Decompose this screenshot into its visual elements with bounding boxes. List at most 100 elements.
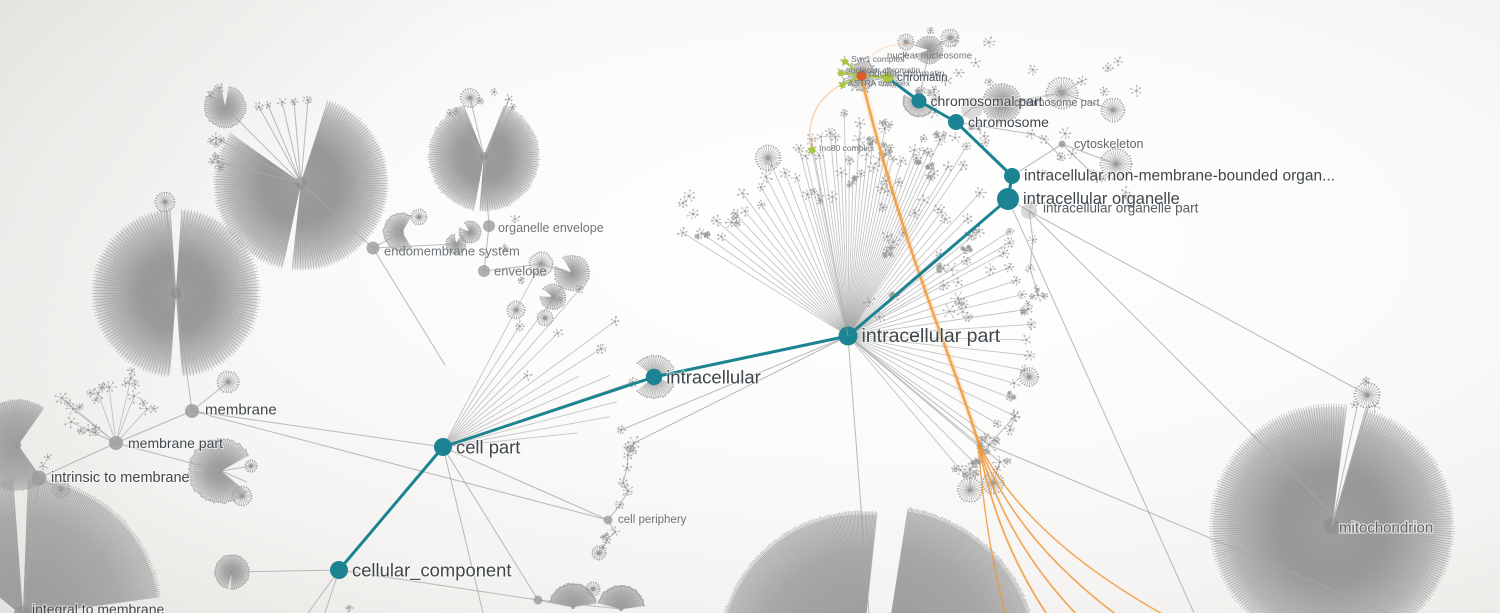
leaf-cluster[interactable]: [599, 532, 612, 545]
leaf-cluster[interactable]: [945, 262, 959, 277]
gray-node[interactable]: [478, 265, 490, 277]
leaf-cluster[interactable]: [710, 214, 722, 227]
node-swr1-complex[interactable]: [842, 58, 848, 65]
leaf-cluster[interactable]: [915, 159, 923, 166]
leaf-cluster[interactable]: [1350, 400, 1359, 409]
leaf-cluster[interactable]: [862, 297, 876, 308]
leaf-cluster[interactable]: [523, 370, 533, 381]
gray-node[interactable]: [483, 220, 495, 232]
leaf-cluster[interactable]: [121, 367, 140, 390]
cluster-env-fan-6[interactable]: [410, 208, 428, 226]
gray-node[interactable]: [961, 97, 983, 119]
leaf-cluster[interactable]: [933, 203, 943, 214]
leaf-cluster[interactable]: [888, 291, 895, 297]
leaf-cluster[interactable]: [919, 134, 928, 143]
cluster-env-fan-9[interactable]: [536, 309, 554, 327]
leaf-cluster[interactable]: [510, 215, 521, 224]
leaf-cluster[interactable]: [952, 68, 965, 78]
leaf-cluster[interactable]: [851, 131, 866, 146]
leaf-cluster[interactable]: [908, 206, 921, 220]
leaf-cluster[interactable]: [932, 130, 948, 146]
leaf-cluster[interactable]: [917, 194, 930, 207]
leaf-cluster[interactable]: [1368, 401, 1381, 413]
cluster-nucleosome-fan-1[interactable]: [915, 35, 944, 65]
leaf-cluster[interactable]: [810, 187, 825, 205]
leaf-cluster[interactable]: [617, 477, 628, 488]
leaf-cluster[interactable]: [957, 160, 968, 171]
leaf-cluster[interactable]: [846, 175, 858, 188]
leaf-cluster[interactable]: [290, 98, 299, 106]
leaf-cluster[interactable]: [86, 383, 108, 404]
leaf-cluster[interactable]: [951, 35, 960, 47]
leaf-cluster[interactable]: [76, 424, 101, 437]
leaf-cluster[interactable]: [598, 544, 607, 551]
leaf-cluster[interactable]: [1003, 237, 1015, 248]
leaf-cluster[interactable]: [205, 91, 215, 101]
leaf-cluster[interactable]: [1021, 334, 1031, 345]
leaf-cluster[interactable]: [875, 182, 889, 195]
leaf-cluster[interactable]: [1033, 284, 1040, 293]
leaf-cluster[interactable]: [878, 120, 886, 127]
leaf-cluster[interactable]: [960, 245, 966, 252]
leaf-cluster[interactable]: [740, 206, 749, 217]
leaf-cluster[interactable]: [716, 232, 727, 242]
leaf-cluster[interactable]: [980, 137, 990, 147]
leaf-cluster[interactable]: [1005, 390, 1017, 402]
leaf-cluster[interactable]: [992, 465, 1001, 474]
leaf-cluster[interactable]: [1120, 193, 1133, 205]
leaf-cluster[interactable]: [254, 102, 264, 111]
leaf-cluster[interactable]: [925, 167, 939, 182]
leaf-cluster[interactable]: [997, 246, 1010, 259]
leaf-cluster[interactable]: [509, 102, 517, 111]
leaf-cluster[interactable]: [962, 213, 973, 224]
leaf-cluster[interactable]: [1007, 390, 1013, 396]
cluster-tip-dandelion[interactable]: [754, 144, 782, 172]
leaf-cluster[interactable]: [1026, 129, 1035, 140]
leaf-cluster[interactable]: [264, 101, 272, 109]
leaf-cluster[interactable]: [801, 188, 814, 201]
leaf-cluster[interactable]: [686, 208, 699, 219]
node-intracellular-organelle[interactable]: [997, 188, 1019, 210]
leaf-cluster[interactable]: [214, 83, 224, 94]
gray-node[interactable]: [31, 470, 47, 486]
leaf-cluster[interactable]: [979, 131, 989, 141]
leaf-cluster[interactable]: [555, 296, 564, 304]
leaf-cluster[interactable]: [880, 141, 888, 148]
leaf-cluster[interactable]: [1099, 86, 1110, 96]
leaf-cluster[interactable]: [824, 127, 836, 138]
cluster-env-fan-5[interactable]: [382, 212, 413, 252]
leaf-cluster[interactable]: [984, 263, 997, 276]
leaf-cluster[interactable]: [575, 285, 584, 294]
leaf-cluster[interactable]: [790, 172, 801, 184]
cluster-bottom-fan-left[interactable]: [717, 510, 878, 613]
leaf-cluster[interactable]: [1019, 300, 1033, 316]
leaf-cluster[interactable]: [208, 157, 215, 165]
gray-node[interactable]: [533, 595, 543, 605]
leaf-cluster[interactable]: [816, 132, 827, 143]
cluster-cell-a-sat[interactable]: [154, 191, 176, 213]
leaf-cluster[interactable]: [840, 108, 849, 118]
node-cellular-component[interactable]: [330, 561, 348, 579]
leaf-cluster[interactable]: [1089, 169, 1098, 177]
node-ino80-complex[interactable]: [808, 146, 816, 154]
leaf-cluster[interactable]: [1010, 275, 1021, 286]
leaf-cluster[interactable]: [942, 161, 953, 172]
leaf-cluster[interactable]: [1361, 376, 1370, 386]
leaf-cluster[interactable]: [1039, 134, 1049, 145]
leaf-cluster[interactable]: [865, 135, 872, 142]
leaf-cluster[interactable]: [1027, 64, 1038, 76]
leaf-cluster[interactable]: [43, 453, 52, 461]
leaf-cluster[interactable]: [830, 132, 841, 143]
leaf-cluster[interactable]: [984, 78, 994, 87]
leaf-cluster[interactable]: [759, 171, 773, 184]
leaf-cluster[interactable]: [854, 117, 866, 129]
leaf-cluster[interactable]: [1129, 84, 1142, 98]
leaf-cluster[interactable]: [1023, 350, 1036, 361]
leaf-cluster[interactable]: [881, 244, 895, 259]
leaf-cluster[interactable]: [942, 304, 956, 318]
cluster-arc-ring-right[interactable]: [1019, 367, 1040, 388]
leaf-cluster[interactable]: [39, 461, 48, 471]
node-cell-part[interactable]: [434, 438, 452, 456]
